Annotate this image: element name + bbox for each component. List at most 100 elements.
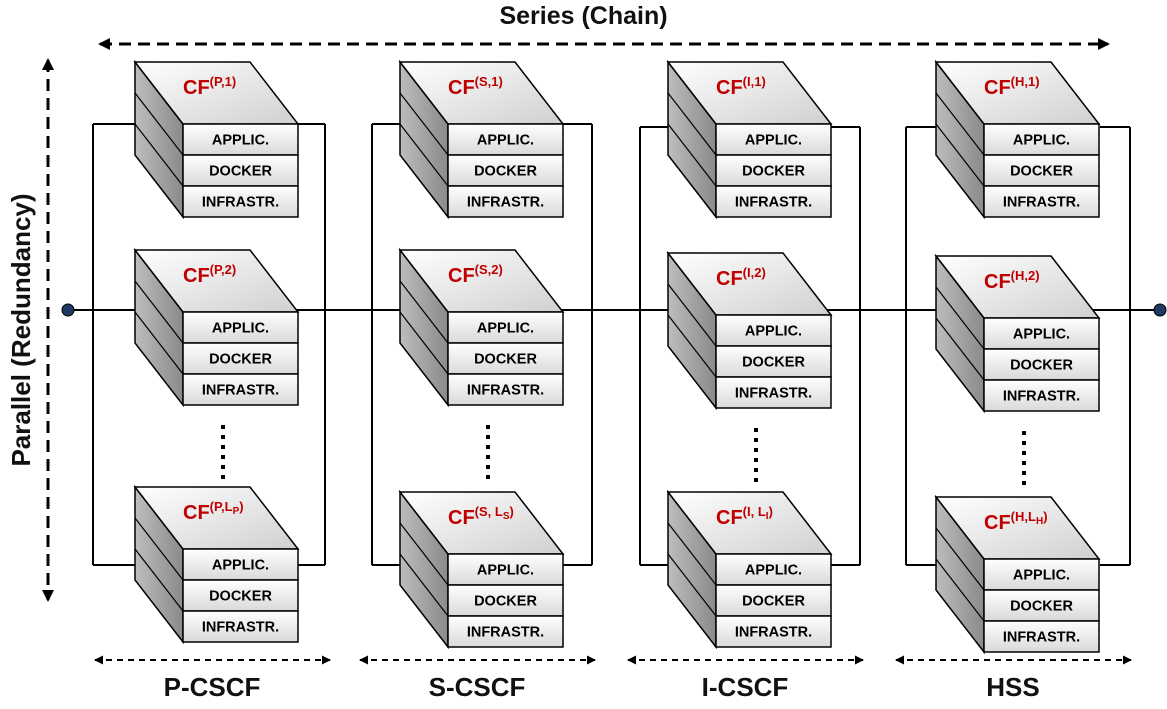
cube-side-divider	[134, 123, 184, 187]
cf-label: CF(H,1)	[984, 74, 1040, 99]
cf-label: CF(P,1)	[183, 74, 236, 99]
cube-layer-docker	[182, 342, 299, 375]
cube-side-divider	[399, 553, 449, 617]
cube-layer-infra	[715, 615, 832, 648]
layer-label-infra: INFRASTR.	[735, 625, 812, 641]
cube-layer-app	[447, 123, 564, 156]
layer-label-infra: INFRASTR.	[1003, 195, 1080, 211]
cf-label-sub: S	[503, 511, 510, 522]
cube-side-divider	[134, 280, 184, 344]
layer-label-infra: INFRASTR.	[735, 195, 812, 211]
cube-layer-app	[182, 548, 299, 581]
cf-label-sub: P	[233, 506, 240, 517]
cf-label: CF(I,1)	[716, 74, 766, 99]
cf-label-sup: (S,1)	[475, 74, 503, 89]
cube-layer-app	[983, 558, 1100, 591]
layer-label-app: APPLIC.	[1013, 327, 1070, 343]
cf-label-sup: (S,2)	[475, 262, 503, 277]
cf-cube: APPLIC. DOCKER INFRASTR. CF(H,2)	[934, 253, 1101, 414]
layer-label-docker: DOCKER	[1010, 358, 1073, 374]
layer-label-docker: DOCKER	[209, 589, 272, 605]
cube-side-divider	[935, 527, 985, 591]
cube-layer-app	[715, 553, 832, 586]
layer-label-infra: INFRASTR.	[467, 383, 544, 399]
cf-label-sup: (H,1)	[1011, 74, 1040, 89]
cube-layer-infra	[715, 376, 832, 409]
cube-side-divider	[935, 317, 985, 381]
layer-label-infra: INFRASTR.	[202, 383, 279, 399]
layer-label-docker: DOCKER	[474, 594, 537, 610]
cf-label: CF(S,1)	[448, 74, 503, 99]
layer-label-app: APPLIC.	[745, 133, 802, 149]
layer-label-infra: INFRASTR.	[1003, 389, 1080, 405]
layer-label-docker: DOCKER	[209, 164, 272, 180]
cf-label-sub: I	[766, 511, 769, 522]
cf-label: CF(I,2)	[716, 265, 766, 290]
cube-layer-docker	[715, 584, 832, 617]
cf-label-sup: (I,1)	[743, 74, 766, 89]
cube-layer-docker	[182, 579, 299, 612]
cube-layer-app	[983, 123, 1100, 156]
cube-layer-infra	[447, 373, 564, 406]
cube-layer-infra	[983, 185, 1100, 218]
cf-label-close: )	[510, 504, 514, 519]
cube-side-divider	[399, 522, 449, 586]
cube-side-divider	[134, 311, 184, 375]
cf-label-sup: (H,2)	[1011, 268, 1040, 283]
cube-layer-app	[447, 553, 564, 586]
layer-label-app: APPLIC.	[212, 321, 269, 337]
cf-label-base: CF	[716, 77, 743, 99]
cube-side-divider	[134, 517, 184, 581]
cube-side-divider	[399, 311, 449, 375]
cf-label-base: CF	[716, 268, 743, 290]
layer-label-docker: DOCKER	[474, 352, 537, 368]
layer-label-app: APPLIC.	[1013, 133, 1070, 149]
group-label: I-CSCF	[701, 672, 789, 702]
cf-label-base: CF	[984, 512, 1011, 534]
cf-label: CF(I, LI)	[716, 504, 773, 529]
cube-side-divider	[399, 123, 449, 187]
series-chain-title: Series (Chain)	[499, 2, 668, 30]
cube-layer-infra	[715, 185, 832, 218]
cf-label-sup: (S, L	[475, 504, 503, 519]
cf-label-base: CF	[984, 77, 1011, 99]
layer-label-docker: DOCKER	[742, 355, 805, 371]
cube-side-divider	[667, 314, 717, 378]
cf-label: CF(P,LP)	[183, 499, 244, 524]
cube-side-divider	[935, 558, 985, 622]
cf-label-base: CF	[183, 77, 210, 99]
cf-label-sub: H	[1036, 516, 1043, 527]
layer-label-infra: INFRASTR.	[467, 625, 544, 641]
cf-label-base: CF	[448, 507, 475, 529]
cube-layer-infra	[182, 185, 299, 218]
cube-layer-docker	[983, 589, 1100, 622]
cf-label: CF(S, LS)	[448, 504, 514, 529]
cube-side-divider	[667, 522, 717, 586]
cube-layer-infra	[983, 379, 1100, 412]
cf-cube: APPLIC. DOCKER INFRASTR. CF(I,1)	[666, 59, 833, 220]
layer-label-app: APPLIC.	[212, 133, 269, 149]
input-node	[61, 303, 75, 317]
cf-label: CF(H,LH)	[984, 509, 1048, 534]
layer-label-docker: DOCKER	[1010, 599, 1073, 615]
cube-layer-app	[983, 317, 1100, 350]
layer-label-docker: DOCKER	[742, 594, 805, 610]
cube-layer-infra	[182, 373, 299, 406]
cube-side-divider	[134, 92, 184, 156]
cube-side-divider	[935, 92, 985, 156]
cube-side-divider	[935, 286, 985, 350]
cube-layer-docker	[983, 348, 1100, 381]
cube-layer-app	[447, 311, 564, 344]
layer-label-docker: DOCKER	[742, 164, 805, 180]
cube-layer-app	[715, 314, 832, 347]
group-label: HSS	[986, 672, 1040, 702]
cf-label: CF(P,2)	[183, 262, 236, 287]
group-label: P-CSCF	[163, 672, 261, 702]
cf-label: CF(H,2)	[984, 268, 1040, 293]
